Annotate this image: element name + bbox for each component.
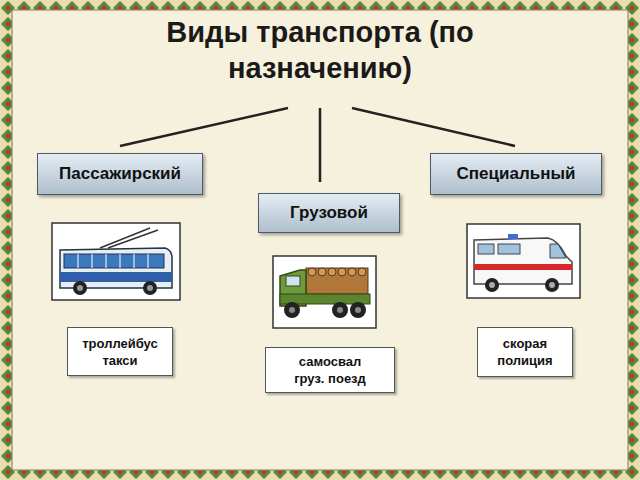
example-label: самосвал груз. поезд <box>285 353 375 387</box>
example-box: скорая полиция <box>477 327 573 377</box>
trolleybus-picture <box>52 223 180 300</box>
category-box: Пассажирский <box>37 153 203 195</box>
category-box: Специальный <box>430 153 602 195</box>
example-box: троллейбус такси <box>67 327 173 376</box>
category-label: Специальный <box>457 164 576 184</box>
diagram-title: Виды транспорта (по назначению) <box>160 14 480 86</box>
truck-picture <box>273 256 376 328</box>
example-box: самосвал груз. поезд <box>265 347 395 393</box>
example-label: скорая полиция <box>486 335 564 369</box>
ambulance-picture <box>467 224 580 298</box>
example-label: троллейбус такси <box>75 335 165 369</box>
category-label: Грузовой <box>290 203 368 223</box>
category-label: Пассажирский <box>59 164 181 184</box>
category-box: Грузовой <box>258 193 400 233</box>
